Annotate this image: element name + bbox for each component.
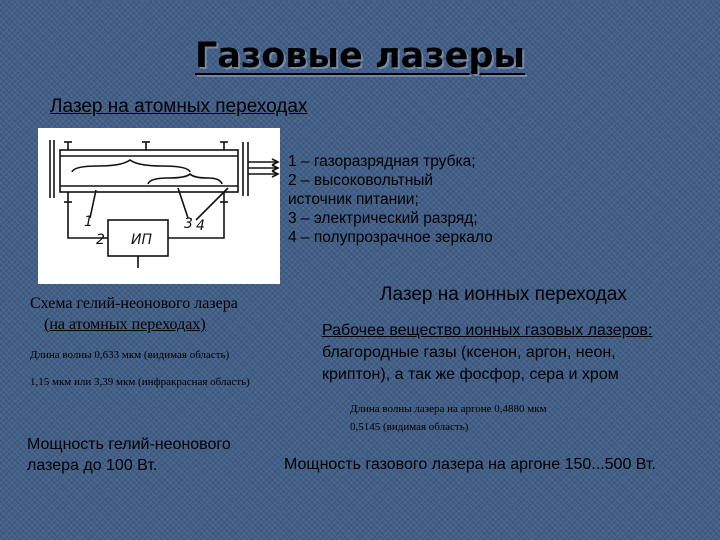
caption-line-2: (на атомных переходах) — [44, 316, 206, 333]
ionic-description: Рабочее вещество ионных газовых лазеров:… — [322, 320, 652, 386]
power-argon: Мощность газового лазера на аргоне 150..… — [284, 456, 656, 473]
label-3: 3 — [184, 216, 193, 232]
diagram-caption: Схема гелий-неонового лазера (на атомных… — [30, 293, 238, 335]
power-supply-label: ИП — [131, 232, 152, 248]
ionic-line: благородные газы (ксенон, аргон, неон, — [322, 344, 616, 361]
argon-wavelength-line: 0,5145 (видимая область) — [350, 421, 469, 433]
discharge-tube — [59, 149, 239, 193]
label-2: 2 — [96, 232, 105, 248]
discharge-brace-1 — [71, 159, 191, 173]
legend-item: 2 – высоковольтный — [288, 172, 434, 189]
wavelength-visible: Длина волны 0,633 мкм (видимая область) — [30, 349, 230, 361]
ionic-line-1: Рабочее вещество ионных газовых лазеров: — [322, 322, 653, 339]
diagram-legend: 1 – газоразрядная трубка; 2 – высоковоль… — [288, 152, 493, 247]
ionic-line: Рабочее вещество ионных газовых лазеров: — [322, 320, 652, 342]
ionic-line: криптон), а так же фосфор, сера и хром — [322, 366, 619, 383]
power-he-ne-line: Мощность гелий-неонового — [27, 436, 231, 453]
legend-item: источник питании; — [288, 191, 419, 208]
legend-item: 4 – полупрозрачное зеркало — [288, 229, 493, 246]
slide-title: Газовые лазеры — [194, 36, 526, 76]
caption-line: Схема гелий-неонового лазера — [30, 295, 238, 312]
legend-item: 3 – электрический разряд; — [288, 210, 478, 227]
wavelength-ir: 1,15 мкм или 3,39 мкм (инфракрасная обла… — [30, 376, 250, 388]
label-4: 4 — [196, 218, 205, 234]
power-he-ne: Мощность гелий-неонового лазера до 100 В… — [27, 434, 231, 476]
subtitle-atomic-text: Лазер на атомных переходах — [50, 96, 308, 117]
power-he-ne-line: лазера до 100 Вт. — [27, 457, 158, 474]
discharge-brace-2 — [147, 172, 223, 185]
laser-schematic: ИП 1 2 3 4 — [38, 128, 280, 284]
laser-schematic-drawing: ИП 1 2 3 4 — [49, 140, 280, 268]
argon-wavelength-line: Длина волны лазера на аргоне 0,4880 мкм — [350, 403, 547, 415]
caption-line: (на атомных переходах) — [30, 314, 238, 335]
legend-item: 1 – газоразрядная трубка; — [288, 153, 476, 170]
label-1: 1 — [84, 214, 93, 230]
argon-wavelength: Длина волны лазера на аргоне 0,4880 мкм … — [350, 400, 547, 436]
subtitle-ionic: Лазер на ионных переходах — [380, 284, 627, 305]
subtitle-atomic: Лазер на атомных переходах — [50, 96, 307, 118]
